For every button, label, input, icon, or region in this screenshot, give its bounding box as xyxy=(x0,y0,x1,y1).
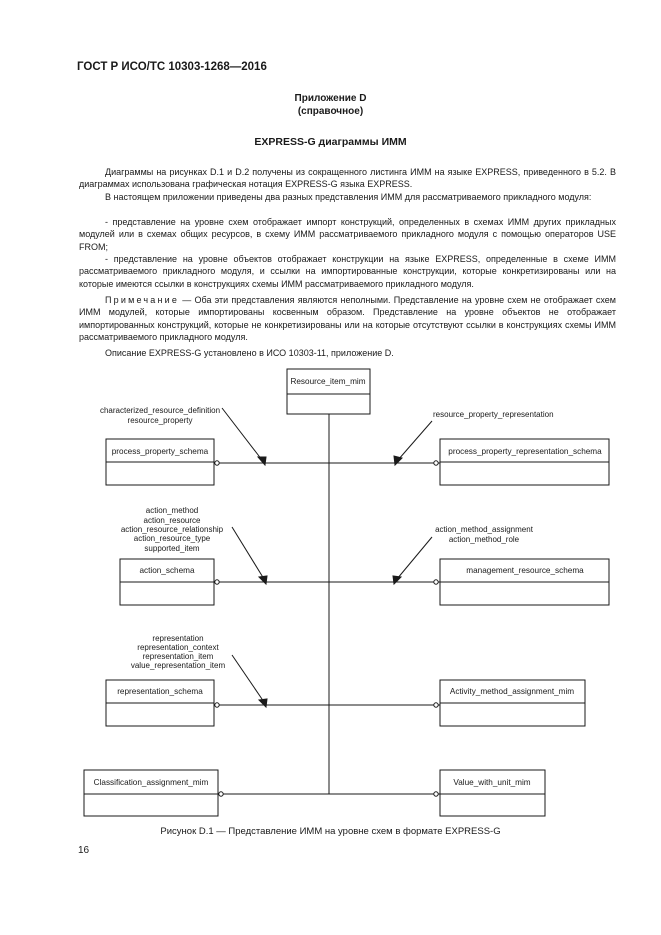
label-process-property-representation-schema: process_property_representation_schema xyxy=(448,447,602,456)
annex-subtitle: (справочное) xyxy=(297,106,364,117)
ref-leader-right-1 xyxy=(397,420,433,461)
label-action-schema: action_schema xyxy=(139,566,195,575)
paragraph-3: - представление на уровне схем отображае… xyxy=(79,217,616,252)
standard-header: ГОСТ Р ИСО/ТС 10303-1268—2016 xyxy=(77,61,267,73)
ref-left-2-0: action_method xyxy=(146,506,198,515)
arrowhead-right-1 xyxy=(393,455,403,467)
ref-left-2-2: action_resource_relationship xyxy=(121,525,224,534)
page-number: 16 xyxy=(78,845,90,856)
end-circle xyxy=(433,579,439,585)
box-value-with-unit-mim xyxy=(439,769,546,817)
label-activity-method-assignment-mim: Activity_method_assignment_mim xyxy=(450,687,574,696)
end-circle xyxy=(433,460,439,466)
paragraph-2: В настоящем приложении приведены два раз… xyxy=(105,192,592,202)
ref-leader-left-2 xyxy=(231,526,265,580)
arrowhead-right-2 xyxy=(392,575,403,586)
arrowhead-left-1 xyxy=(256,456,267,467)
end-circle xyxy=(214,460,220,466)
ref-left-3-0: representation xyxy=(152,634,203,643)
ref-left-3-1: representation_context xyxy=(137,643,219,652)
label-representation-schema: representation_schema xyxy=(117,687,203,696)
ref-leader-left-1 xyxy=(221,407,263,461)
arrowhead-left-3 xyxy=(257,698,268,709)
end-circle xyxy=(214,702,220,708)
ref-leader-right-2 xyxy=(396,536,433,580)
annex-title: Приложение D xyxy=(294,93,367,104)
box-classification-assignment-mim xyxy=(83,769,219,817)
label-process-property-schema: process_property_schema xyxy=(112,447,209,456)
ref-left-1-1: resource_property xyxy=(128,416,193,425)
figure-caption: Рисунок D.1 — Представление ИММ на уровн… xyxy=(160,826,501,837)
ref-left-2-3: action_resource_type xyxy=(134,534,211,543)
ref-right-2-0: action_method_assignment xyxy=(435,525,534,534)
arrowhead-left-2 xyxy=(257,575,268,586)
note-label: Примечание xyxy=(105,295,180,305)
end-circle xyxy=(214,579,220,585)
end-circle xyxy=(433,702,439,708)
paragraph-5: Описание EXPRESS-G установлено в ИСО 103… xyxy=(105,348,394,358)
note-paragraph: Примечание — Оба эти представления являю… xyxy=(79,294,616,343)
paragraph-1: Диаграммы на рисунках D.1 и D.2 получены… xyxy=(79,167,616,190)
note-text: — Оба эти представления являются неполны… xyxy=(79,295,616,342)
ref-left-3-3: value_representation_item xyxy=(131,661,226,670)
ref-left-1-0: characterized_resource_definition xyxy=(100,406,220,415)
label-value-with-unit-mim: Value_with_unit_mim xyxy=(453,778,530,787)
label-classification-assignment-mim: Classification_assignment_mim xyxy=(94,778,209,787)
ref-left-3-2: representation_item xyxy=(143,652,214,661)
ref-leader-left-3 xyxy=(231,654,265,703)
ref-left-2-1: action_resource xyxy=(144,516,201,525)
ref-right-2-1: action_method_role xyxy=(449,535,520,544)
ref-left-2-4: supported_item xyxy=(144,544,199,553)
box-resource-item-mim xyxy=(286,368,371,415)
label-management-resource-schema: management_resource_schema xyxy=(466,566,584,575)
paragraph-4: - представление на уровне объектов отобр… xyxy=(79,254,616,289)
label-resource-item-mim: Resource_item_mim xyxy=(290,377,365,386)
ref-right-1-0: resource_property_representation xyxy=(433,410,554,419)
end-circle xyxy=(433,791,439,797)
end-circle xyxy=(218,791,224,797)
section-title: EXPRESS-G диаграммы ИММ xyxy=(254,136,407,148)
